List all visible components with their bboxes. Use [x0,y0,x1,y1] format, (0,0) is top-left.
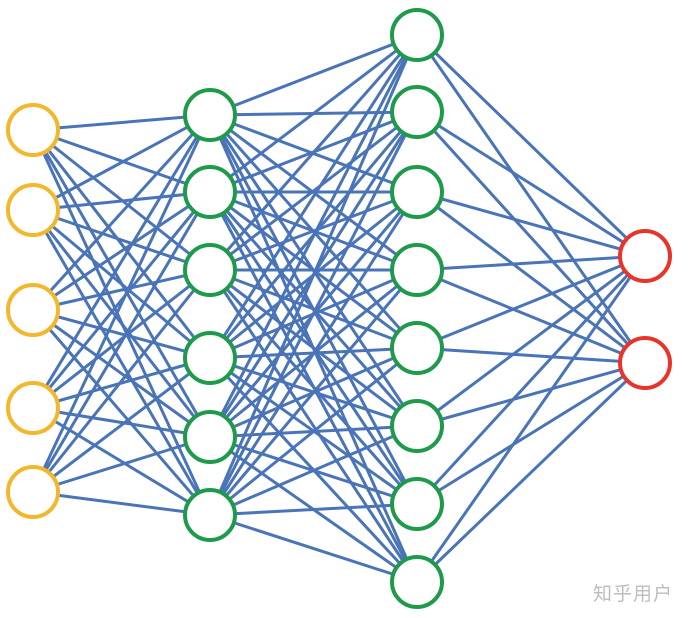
edge-l2-n3-to-l3-n8 [208,268,419,584]
edge-l3-n2-to-l4-n2 [415,110,647,365]
edge-l2-n6-to-l3-n7 [208,502,419,517]
hidden-node-3-8 [390,555,444,609]
edge-l1-n3-to-l2-n4 [31,308,212,360]
input-node-1-4 [6,381,60,435]
hidden-node-3-2 [390,85,444,139]
input-node-1-2 [6,183,60,237]
edge-l2-n3-to-l3-n7 [208,268,419,506]
edge-l2-n6-to-l3-n1 [208,33,419,517]
hidden-node-2-5 [183,410,237,464]
edge-l1-n3-to-l2-n1 [31,113,212,312]
edge-l1-n2-to-l2-n2 [31,190,212,212]
hidden-node-3-6 [390,399,444,453]
edge-l3-n4-to-l4-n2 [415,268,647,365]
edge-l1-n5-to-l2-n3 [31,268,212,494]
edge-l3-n3-to-l4-n2 [415,190,647,365]
edge-l1-n5-to-l2-n5 [31,435,212,494]
edge-l2-n3-to-l3-n2 [208,110,419,272]
edge-l2-n3-to-l3-n5 [208,268,419,350]
edge-l1-n2-to-l2-n4 [31,208,212,360]
edge-l2-n4-to-l3-n1 [208,33,419,360]
edge-l3-n8-to-l4-n1 [415,254,647,584]
edge-l2-n3-to-l3-n3 [208,190,419,272]
hidden-node-2-2 [183,165,237,219]
edge-l2-n6-to-l3-n2 [208,110,419,517]
edge-l1-n1-to-l2-n1 [31,113,212,132]
edge-l1-n5-to-l2-n4 [31,356,212,494]
edge-l3-n1-to-l4-n1 [415,33,647,258]
edge-l3-n1-to-l4-n2 [415,33,647,365]
watermark: 知乎用户 [592,583,673,605]
edge-l3-n3-to-l4-n1 [415,190,647,258]
hidden-node-2-3 [183,243,237,297]
edge-l3-n2-to-l4-n1 [415,110,647,258]
edge-l2-n1-to-l3-n1 [208,33,419,117]
hidden-node-3-5 [390,321,444,375]
edge-l2-n3-to-l3-n1 [208,33,419,272]
connection-layer [31,33,647,584]
edge-l1-n5-to-l2-n2 [31,190,212,494]
hidden-node-3-1 [390,8,444,62]
edge-l1-n5-to-l2-n1 [31,113,212,494]
edge-l3-n8-to-l4-n2 [415,361,647,584]
input-node-1-1 [6,103,60,157]
edge-l1-n2-to-l2-n3 [31,208,212,272]
edge-l1-n3-to-l2-n3 [31,268,212,312]
hidden-node-2-4 [183,331,237,385]
input-node-1-3 [6,283,60,337]
edge-l2-n3-to-l3-n6 [208,268,419,428]
edge-l2-n6-to-l3-n6 [208,424,419,517]
edge-l1-n3-to-l2-n2 [31,190,212,312]
edge-l3-n7-to-l4-n1 [415,254,647,506]
edge-l3-n4-to-l4-n1 [415,254,647,272]
edge-l3-n6-to-l4-n2 [415,361,647,428]
hidden-node-2-1 [183,88,237,142]
edge-l2-n6-to-l3-n5 [208,346,419,517]
edge-l1-n4-to-l2-n1 [31,113,212,410]
input-node-1-5 [6,465,60,519]
edge-l2-n6-to-l3-n8 [208,513,419,584]
edge-l2-n2-to-l3-n1 [208,33,419,194]
node-layer [6,8,672,609]
output-node-4-2 [618,336,672,390]
output-node-4-1 [618,229,672,283]
edge-l1-n5-to-l2-n6 [31,490,212,517]
edge-l1-n2-to-l2-n1 [31,113,212,212]
edge-l3-n5-to-l4-n2 [415,346,647,365]
edge-l2-n5-to-l3-n1 [208,33,419,439]
edge-l1-n2-to-l2-n5 [31,208,212,439]
edge-l1-n4-to-l2-n3 [31,268,212,410]
edge-l1-n3-to-l2-n6 [31,308,212,517]
edge-l1-n3-to-l2-n5 [31,308,212,439]
edge-l1-n4-to-l2-n5 [31,406,212,439]
edge-l3-n5-to-l4-n1 [415,254,647,350]
hidden-node-2-6 [183,488,237,542]
edge-l1-n1-to-l2-n4 [31,128,212,360]
edge-l3-n6-to-l4-n1 [415,254,647,428]
hidden-node-3-4 [390,243,444,297]
edge-l2-n6-to-l3-n4 [208,268,419,517]
hidden-node-3-3 [390,165,444,219]
edge-l2-n6-to-l3-n3 [208,190,419,517]
edge-l1-n2-to-l2-n6 [31,208,212,517]
edge-l3-n7-to-l4-n2 [415,361,647,506]
hidden-node-3-7 [390,477,444,531]
